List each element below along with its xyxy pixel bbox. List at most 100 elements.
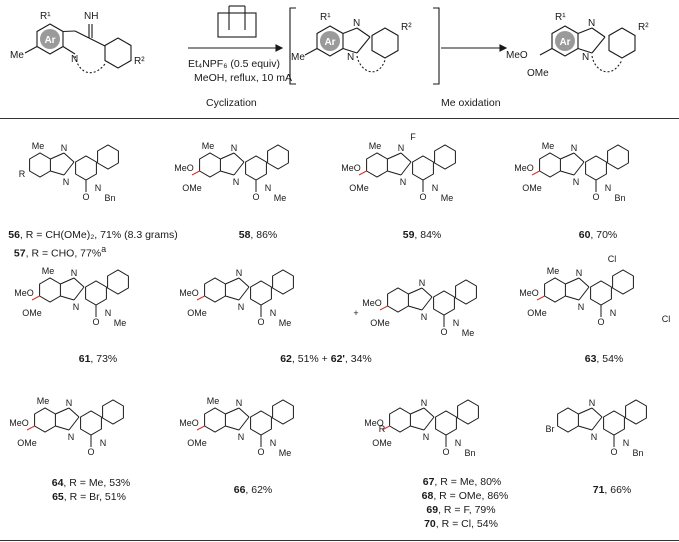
n-label-sm: N bbox=[71, 54, 78, 65]
bond-b-59 bbox=[400, 152, 412, 163]
bond-acetal-63 bbox=[536, 295, 545, 301]
ring-c-67 bbox=[435, 410, 457, 436]
ring-d-60 bbox=[607, 144, 629, 170]
ring-c-62 bbox=[250, 280, 272, 306]
atom-meo-59: MeO bbox=[341, 163, 361, 173]
bond-c-59 bbox=[387, 170, 402, 176]
label-71: 71, 66% bbox=[592, 484, 632, 496]
atom-n3-59: N bbox=[432, 183, 439, 193]
atom-me-64: Me bbox=[37, 396, 50, 406]
bond-a-63 bbox=[565, 277, 580, 285]
bond-d-62 bbox=[238, 286, 250, 301]
atom-me-60: Me bbox=[542, 141, 555, 151]
atom-cl-b-63: Cl bbox=[662, 314, 671, 324]
ring-label-prod: Ar bbox=[559, 37, 570, 48]
r2-label-int: R² bbox=[401, 22, 412, 33]
bond-a-56 bbox=[50, 152, 65, 160]
atom-ome-61: OMe bbox=[22, 308, 42, 318]
bond-d-56 bbox=[63, 161, 75, 176]
step-cyclization-label: Cyclization bbox=[206, 97, 257, 109]
bond-d-61 bbox=[73, 286, 85, 301]
atom-o-67: O bbox=[442, 447, 449, 457]
bond-b-60 bbox=[573, 152, 585, 163]
atom-ome-64: OMe bbox=[17, 438, 37, 448]
ring-c-58 bbox=[245, 155, 267, 181]
atom-n1-56: N bbox=[61, 143, 68, 153]
bond-a-62 bbox=[225, 277, 240, 285]
atom-ome-67: OMe bbox=[372, 438, 392, 448]
atom-ome-59: OMe bbox=[349, 183, 369, 193]
ring-d-64 bbox=[102, 399, 124, 425]
atom-me-59: Me bbox=[369, 141, 382, 151]
atom-nsub-67: Bn bbox=[464, 448, 475, 458]
bond-b-67 bbox=[423, 407, 435, 418]
ring-a-60 bbox=[539, 152, 561, 178]
atom-nsub-61: Me bbox=[114, 318, 127, 328]
ring-c-60 bbox=[585, 155, 607, 181]
bond-acetal-64 bbox=[26, 425, 35, 431]
ring-c-71 bbox=[603, 410, 625, 436]
atom-cl-a-63: Cl bbox=[608, 254, 617, 264]
ring-a-56 bbox=[29, 152, 51, 178]
bond-c-71 bbox=[578, 425, 593, 431]
atom-meo-61: MeO bbox=[14, 288, 34, 298]
atom-meo-58: MeO bbox=[174, 163, 194, 173]
bond-acetal-60 bbox=[531, 170, 540, 176]
bond-d-58 bbox=[233, 161, 245, 176]
label-58: 58, 86% bbox=[238, 229, 278, 241]
atom-n2-62: N bbox=[238, 302, 245, 312]
bond-a-61 bbox=[60, 277, 75, 285]
atom-f-59: F bbox=[410, 132, 416, 142]
bond-d-71 bbox=[591, 416, 603, 431]
bond-b-61 bbox=[73, 277, 85, 288]
atom-n3-61: N bbox=[105, 308, 112, 318]
bond-d-62p bbox=[421, 296, 433, 311]
atom-nsub-59: Me bbox=[441, 193, 454, 203]
ring-c-62p bbox=[433, 290, 455, 316]
atom-meo-63: MeO bbox=[519, 288, 539, 298]
atom-o-64: O bbox=[87, 447, 94, 457]
ring-d-59 bbox=[434, 144, 456, 170]
bond-c-62 bbox=[225, 295, 240, 301]
label-70: 70, R = Cl, 54% bbox=[424, 518, 498, 530]
atom-ome-62: OMe bbox=[187, 308, 207, 318]
ring-a-62 bbox=[204, 277, 226, 303]
bond-a-66 bbox=[225, 407, 240, 415]
ring-c-66 bbox=[250, 410, 272, 436]
bond-d-59 bbox=[400, 161, 412, 176]
atom-nsub-71: Bn bbox=[632, 448, 643, 458]
n-label-int-1: N bbox=[353, 18, 360, 29]
atom-n3-56: N bbox=[95, 183, 102, 193]
atom-n1-61: N bbox=[71, 268, 78, 278]
bond-b-66 bbox=[238, 407, 250, 418]
ring-a-61 bbox=[39, 277, 61, 303]
ring-a-67 bbox=[389, 407, 411, 433]
ring-d-62 bbox=[272, 269, 294, 295]
bond-acetal-62p bbox=[379, 305, 388, 311]
atom-ome-66: OMe bbox=[187, 438, 207, 448]
ring-d-71 bbox=[625, 399, 647, 425]
bond-b-71 bbox=[591, 407, 603, 418]
atom-n2-60: N bbox=[573, 177, 580, 187]
bond-c-67 bbox=[410, 425, 425, 431]
r1-label-sm: R¹ bbox=[40, 11, 51, 22]
divider-top bbox=[0, 118, 679, 119]
label-62: 62, 51% + 62', 34% bbox=[280, 353, 372, 365]
bond-d-60 bbox=[573, 161, 585, 176]
bond-b-64 bbox=[68, 407, 80, 418]
atom-o-60: O bbox=[592, 192, 599, 202]
bond-a-59 bbox=[387, 152, 402, 160]
bond-d-63 bbox=[578, 286, 590, 301]
bond-a-67 bbox=[410, 407, 425, 415]
atom-nsub-62p: Me bbox=[462, 328, 475, 338]
ring-a-64 bbox=[34, 407, 56, 433]
atom-n2-56: N bbox=[63, 177, 70, 187]
atom-me-58: Me bbox=[202, 141, 215, 151]
atom-n1-62: N bbox=[236, 268, 243, 278]
atom-n2-63: N bbox=[578, 302, 585, 312]
atom-n3-66: N bbox=[270, 438, 277, 448]
label-66: 66, 62% bbox=[233, 484, 273, 496]
bond-b-56 bbox=[63, 152, 75, 163]
bond-c-56 bbox=[50, 170, 65, 176]
